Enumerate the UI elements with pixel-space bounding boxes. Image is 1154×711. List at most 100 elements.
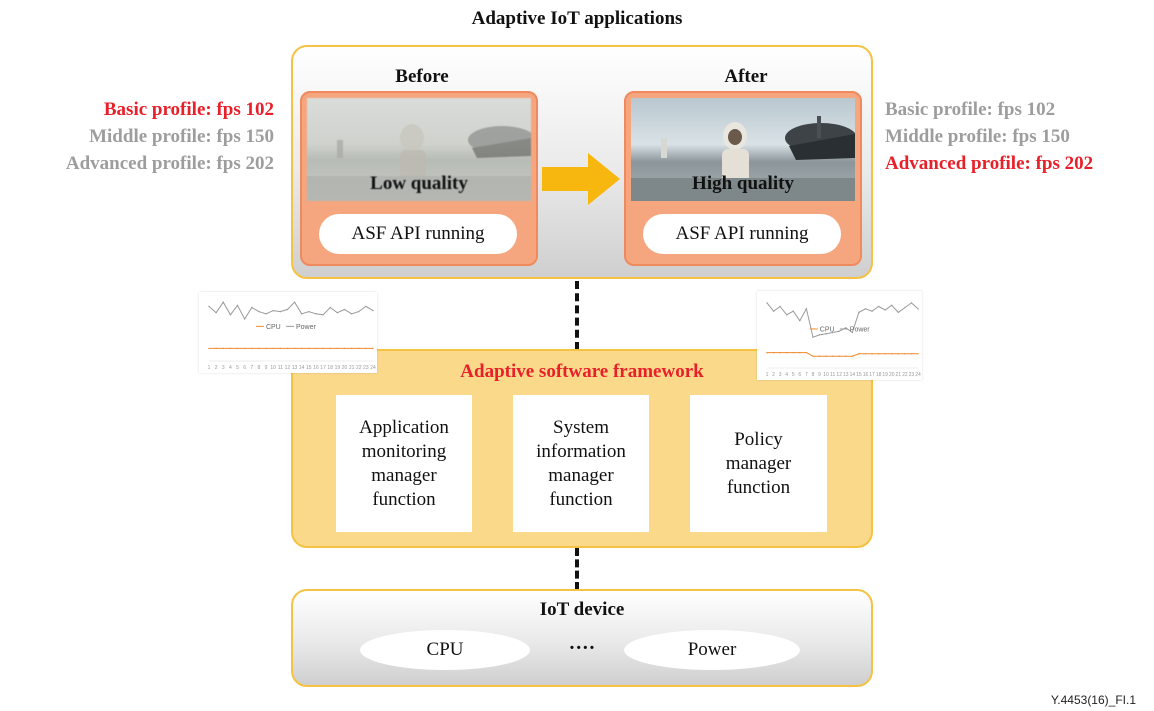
legend-cpu-label: CPU xyxy=(266,324,281,331)
power-point xyxy=(215,312,217,314)
x-tick-label: 10 xyxy=(823,372,829,378)
cpu-point xyxy=(792,351,794,354)
legend-power-label: Power xyxy=(296,324,317,331)
cpu-point xyxy=(838,355,840,357)
power-point xyxy=(858,311,860,314)
power-point xyxy=(910,302,913,304)
power-series-line xyxy=(208,301,374,321)
cpu-point xyxy=(812,355,814,357)
x-tick-label: 24 xyxy=(370,365,376,371)
cpu-point xyxy=(799,351,801,354)
power-point xyxy=(350,313,353,315)
power-point xyxy=(851,331,854,334)
x-tick-label: 5 xyxy=(236,365,239,371)
cpu-point xyxy=(315,347,317,350)
x-tick-label: 17 xyxy=(869,372,875,378)
cpu-point xyxy=(272,347,274,350)
x-tick-label: 17 xyxy=(320,365,326,371)
power-point xyxy=(917,308,919,310)
cpu-ellipse: CPU xyxy=(360,630,530,670)
power-point xyxy=(772,310,775,312)
x-tick-label: 11 xyxy=(830,372,835,378)
x-tick-label: 6 xyxy=(798,372,801,378)
power-point xyxy=(343,308,346,311)
cpu-point xyxy=(779,351,781,354)
cpu-point xyxy=(365,347,367,350)
power-point xyxy=(818,334,821,336)
power-point xyxy=(825,332,827,335)
policy-manager-function-box: Policy manager function xyxy=(690,395,827,532)
power-point xyxy=(365,305,367,308)
high-quality-label: High quality xyxy=(692,173,794,194)
iot-device-title: IoT device xyxy=(539,599,625,620)
cpu-point xyxy=(772,351,775,354)
cpu-point xyxy=(286,347,289,350)
x-tick-label: 14 xyxy=(850,372,856,378)
x-tick-label: 20 xyxy=(342,365,348,371)
power-point xyxy=(258,310,260,313)
cpu-point xyxy=(215,347,217,350)
cpu-point xyxy=(243,347,246,350)
power-series-line xyxy=(766,302,919,338)
power-point xyxy=(293,301,296,303)
cpu-point xyxy=(871,353,873,355)
power-ellipse: Power xyxy=(624,630,800,670)
power-point xyxy=(805,308,808,310)
cpu-point xyxy=(322,347,324,350)
x-tick-label: 23 xyxy=(909,372,915,378)
x-tick-label: 2 xyxy=(772,372,775,378)
power-point xyxy=(372,309,374,312)
power-point xyxy=(838,330,840,333)
x-tick-label: 2 xyxy=(215,365,218,371)
x-tick-label: 13 xyxy=(292,365,298,371)
cpu-point xyxy=(766,351,768,354)
power-point xyxy=(315,313,317,315)
profile-line: Middle profile: fps 150 xyxy=(89,126,274,147)
x-tick-label: 18 xyxy=(876,372,882,378)
cpu-point xyxy=(884,353,886,355)
cpu-point xyxy=(222,347,224,350)
power-point xyxy=(329,306,331,309)
cpu-point xyxy=(329,347,331,350)
cpu-point xyxy=(851,355,854,357)
x-tick-label: 12 xyxy=(285,365,291,371)
x-tick-label: 23 xyxy=(363,365,369,371)
x-tick-label: 21 xyxy=(896,372,902,378)
after-heading: After xyxy=(724,66,768,87)
cpu-point xyxy=(265,347,267,350)
x-tick-label: 1 xyxy=(208,365,211,371)
after-api-pill: ASF API running xyxy=(643,214,841,254)
x-tick-label: 14 xyxy=(299,365,305,371)
x-tick-label: 8 xyxy=(258,365,261,371)
power-point xyxy=(812,336,814,338)
legend-power-label: Power xyxy=(850,326,871,333)
x-tick-label: 8 xyxy=(812,372,815,378)
power-point xyxy=(272,309,274,312)
before-api-pill: ASF API running xyxy=(319,214,517,254)
power-point xyxy=(904,306,906,309)
x-tick-label: 19 xyxy=(882,372,888,378)
power-point xyxy=(300,313,303,315)
x-tick-label: 3 xyxy=(779,372,782,378)
power-point xyxy=(358,310,360,313)
cpu-point xyxy=(343,347,346,350)
framework-title: Adaptive software framework xyxy=(460,361,704,382)
app-monitoring-function-box: Application monitoring manager function xyxy=(336,395,472,532)
x-tick-label: 19 xyxy=(335,365,341,371)
power-point xyxy=(236,304,239,307)
cpu-point xyxy=(897,353,900,355)
cpu-point xyxy=(336,347,339,350)
cpu-series-line xyxy=(767,352,918,357)
high-quality-image: High quality xyxy=(631,98,855,201)
after-screen-box: High quality ASF API running xyxy=(624,91,862,266)
profile-line: Basic profile: fps 102 xyxy=(103,99,274,120)
legend-cpu-label: CPU xyxy=(820,326,835,333)
before-screen-box: Low quality ASF API running xyxy=(300,91,538,266)
power-point xyxy=(336,312,339,314)
power-point xyxy=(322,314,324,316)
cpu-point xyxy=(258,347,260,350)
cpu-point xyxy=(236,347,239,350)
cpu-point xyxy=(845,355,847,357)
system-information-function-box: System information manager function xyxy=(513,395,649,532)
